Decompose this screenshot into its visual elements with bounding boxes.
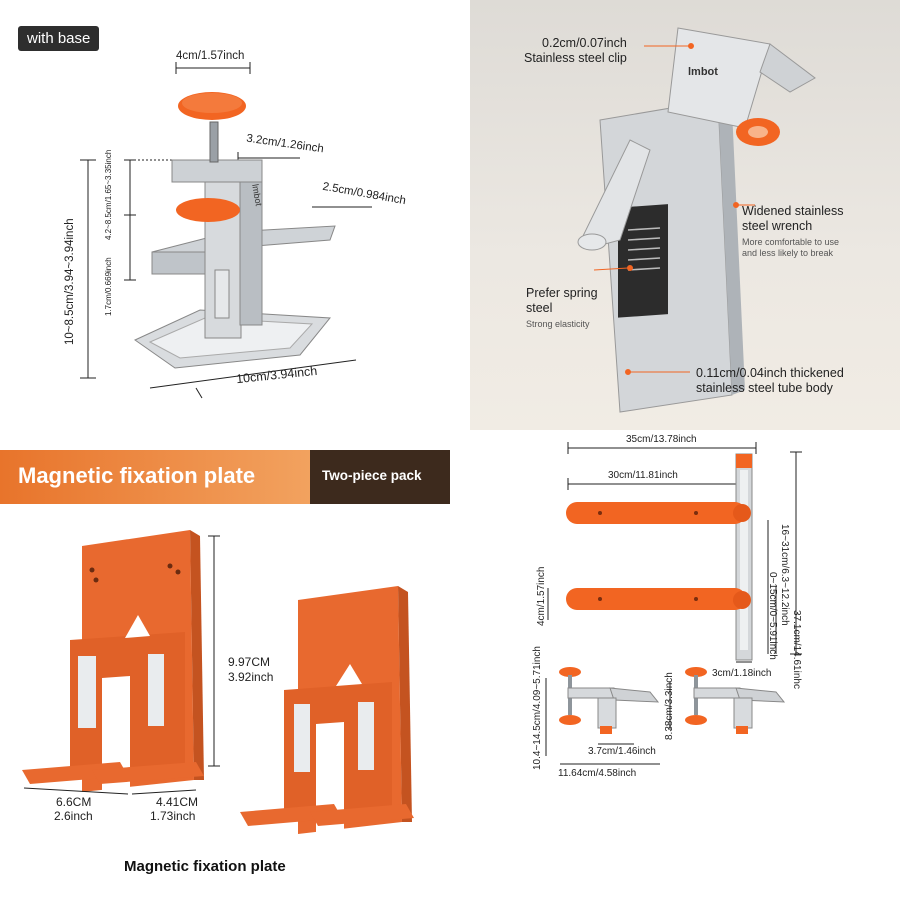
dim-left-outer-label: 10~8.5cm/3.94~3.94inch bbox=[64, 218, 76, 345]
magnetic-plate-illustration bbox=[22, 530, 414, 838]
dim-clamp-h2-label: 8.38cm/3.3inch bbox=[664, 672, 675, 740]
dim-clamp-h-label: 10.4~14.5cm/4.09~5.71inch bbox=[532, 646, 543, 770]
plate-height-cm: 9.97CM bbox=[228, 655, 271, 669]
jack-dimensions-illustration bbox=[545, 442, 802, 765]
callout-spring-title: Prefer spring bbox=[526, 286, 598, 300]
two-piece-pack-banner: Two-piece pack bbox=[310, 450, 450, 504]
plate-large bbox=[22, 530, 204, 795]
panel-features: lmbot 0.2cm/0.07inch Stainless steel cli… bbox=[470, 0, 900, 430]
panel-dimensions: 35cm/13.78inch 30cm/11.81inch 37.1cm/14.… bbox=[450, 430, 900, 900]
callout-wrench-title: Widened stainless bbox=[742, 204, 844, 218]
magnetic-plate-caption: Magnetic fixation plate bbox=[124, 858, 286, 875]
plate-height-in: 3.92inch bbox=[228, 670, 274, 684]
plate-foot-cm: 4.41CM bbox=[156, 795, 199, 809]
callout-clip-sub: Stainless steel clip bbox=[524, 51, 627, 65]
callout-tube-title: 0.11cm/0.04inch thickened bbox=[696, 366, 844, 380]
dim-left-inner-top-label: 4.2~8.5cm/1.65~3.35inch bbox=[104, 149, 113, 240]
dim-range-label: 16~31cm/6.3~12.2inch bbox=[779, 524, 790, 626]
callout-wrench-title2: steel wrench bbox=[742, 219, 813, 233]
panel-with-base: with base 4cm/1.57inch 3 bbox=[0, 0, 450, 450]
dim-bar-label: 3cm/1.18inch bbox=[712, 668, 772, 679]
dim-clamp-w-label: 11.64cm/4.58inch bbox=[558, 768, 637, 779]
plate-width-in: 2.6inch bbox=[54, 809, 93, 823]
brand-logo: lmbot bbox=[688, 66, 718, 78]
dim-arm-label: 30cm/11.81inch bbox=[608, 470, 678, 481]
callout-tube: 0.11cm/0.04inch thickened stainless stee… bbox=[696, 366, 844, 396]
plate-foot-in: 1.73inch bbox=[150, 809, 196, 823]
dim-top-label: 35cm/13.78inch bbox=[626, 434, 697, 445]
plate-width-cm: 6.6CM bbox=[56, 795, 92, 809]
callout-spring: Prefer spring steel Strong elasticity bbox=[526, 286, 598, 329]
dim-left-inner-bottom-label: 1.7cm/0.669inch bbox=[104, 257, 113, 316]
callout-spring-title2: steel bbox=[526, 301, 553, 315]
callout-wrench-desc1: More comfortable to use bbox=[742, 237, 840, 247]
clamp-left bbox=[559, 667, 660, 734]
callout-clip: 0.2cm/0.07inch Stainless steel clip bbox=[524, 36, 627, 66]
panel-magnetic-plate: Magnetic fixation plate Two-piece pack bbox=[0, 450, 450, 900]
dim-jaw-label: 3.7cm/1.46inch bbox=[588, 746, 656, 757]
dim-gap-label: 4cm/1.57inch bbox=[536, 566, 547, 626]
dim-range2-label: 0~15cm/0~5.91inch bbox=[767, 572, 778, 660]
callout-clip-title: 0.2cm/0.07inch bbox=[542, 36, 627, 50]
dim-top-label: 4cm/1.57inch bbox=[176, 50, 245, 62]
tool-closeup-illustration bbox=[577, 27, 816, 413]
base-tool-illustration bbox=[80, 62, 372, 399]
with-base-badge: with base bbox=[18, 26, 100, 51]
plate-small bbox=[240, 586, 414, 838]
callout-tube-title2: stainless steel tube body bbox=[696, 381, 833, 395]
callout-wrench: Widened stainless steel wrench More comf… bbox=[742, 204, 843, 258]
clamp-right bbox=[685, 667, 786, 734]
callout-wrench-desc2: and less likely to break bbox=[742, 248, 834, 258]
magnetic-plate-banner: Magnetic fixation plate bbox=[0, 450, 310, 504]
callout-spring-desc: Strong elasticity bbox=[526, 319, 590, 329]
dim-height-label: 37.1cm/14.61inhc bbox=[791, 610, 802, 689]
